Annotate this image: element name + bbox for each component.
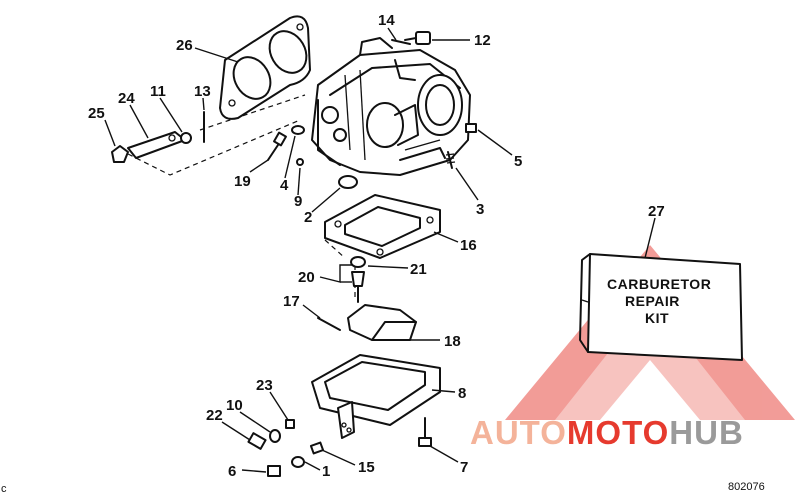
callout-4: 4 [280,177,289,194]
callout-6: 6 [228,463,236,480]
callout-13: 13 [194,83,211,100]
callout-17: 17 [283,293,300,310]
callout-20: 20 [298,269,315,286]
callout-14: 14 [378,12,395,29]
kit-line-3: KIT [645,310,669,326]
part-12-screw [404,31,431,45]
part-26-gasket [219,15,311,120]
part-15-screw [309,441,325,455]
callout-9: 9 [294,193,302,210]
part-21-seat [350,256,366,268]
watermark-triangle [505,245,795,420]
part-11-washer [180,132,192,144]
callout-2: 2 [304,209,312,226]
callout-11: 11 [150,83,166,100]
callout-12: 12 [474,32,491,49]
part-3-spring [445,151,456,169]
callout-7: 7 [460,459,468,476]
watermark-moto: MOTO [567,414,669,451]
callout-24: 24 [118,90,135,107]
callout-10: 10 [226,397,243,414]
callout-labels: 26 14 12 24 11 13 25 19 4 9 2 5 3 16 20 … [88,12,665,480]
callout-21: 21 [410,261,427,278]
callout-8: 8 [458,385,466,402]
callout-22: 22 [206,407,223,424]
kit-box-label: CARBURETOR REPAIR KIT [607,276,711,326]
part-19-screw [267,131,287,161]
part-14-pin [391,39,411,45]
callout-1: 1 [322,463,330,480]
watermark-text: AUTOMOTOHUB [470,414,744,451]
callout-18: 18 [444,333,461,350]
part-22-plug [247,432,267,450]
part-8-float-bowl [311,354,441,439]
callout-5: 5 [514,153,522,170]
part-9-ball [296,158,304,166]
part-24-lever [127,131,186,159]
callout-27: 27 [648,203,665,220]
part-carburetor-body [311,37,471,176]
part-20-needle [351,271,365,303]
kit-line-2: REPAIR [625,293,680,309]
part-4-washer [291,125,305,135]
callout-15: 15 [358,459,375,476]
part-23-jet [285,419,295,429]
part-2-plug [338,175,358,189]
diagram-code: 802076 [728,481,765,493]
callout-3: 3 [476,201,484,218]
watermark-hub: HUB [669,414,744,451]
part-5-screw [465,123,477,133]
part-7-screw [418,417,432,447]
callout-19: 19 [234,173,251,190]
callout-23: 23 [256,377,273,394]
callout-16: 16 [460,237,477,254]
part-17-float-pin [317,317,341,331]
part-16-gasket [324,194,441,259]
kit-line-1: CARBURETOR [607,276,711,292]
callout-25: 25 [88,105,105,122]
part-1-washer [291,456,305,468]
part-18-float [347,304,417,341]
part-6-screw [267,465,281,477]
edge-letter: c [1,483,7,495]
part-10-gasket [269,429,281,443]
part-27-repair-kit-box [579,253,743,361]
callout-leader-lines [104,27,656,473]
part-25-plug [111,145,129,163]
watermark-auto: AUTO [470,414,567,451]
callout-26: 26 [176,37,193,54]
